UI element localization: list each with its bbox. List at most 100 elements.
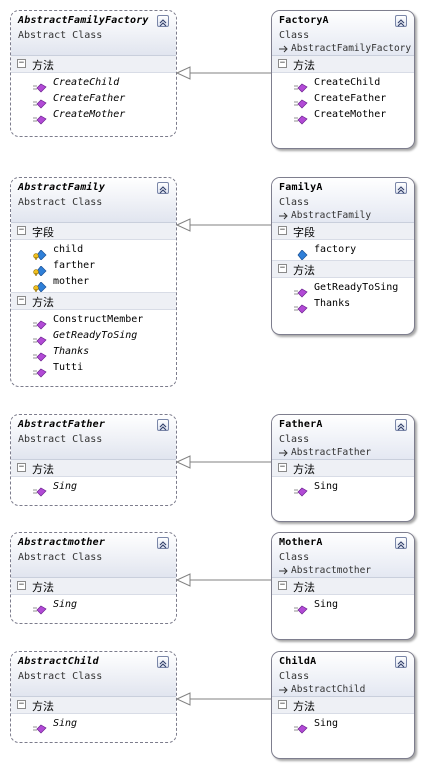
collapse-button[interactable] <box>395 656 407 668</box>
inherit-arrow-icon <box>279 684 289 695</box>
base-class: Abstractmother <box>279 565 371 576</box>
collapse-button[interactable] <box>157 15 169 27</box>
chevron-up-icon <box>397 12 405 31</box>
member-item[interactable]: Tutti <box>11 360 176 378</box>
section-toggle-button[interactable]: − <box>278 462 287 472</box>
section-header[interactable]: −方法 <box>11 460 176 477</box>
section-toggle-button[interactable]: − <box>278 699 287 709</box>
member-label: CreateMother <box>314 109 387 120</box>
class-name: FamilyA <box>279 182 323 193</box>
section-header[interactable]: −方法 <box>11 292 176 310</box>
collapse-button[interactable] <box>395 182 407 194</box>
section-toggle-button[interactable]: − <box>278 263 287 273</box>
member-item[interactable]: Thanks <box>272 296 414 314</box>
member-label: GetReadyToSing <box>314 282 399 293</box>
member-list: Sing <box>11 595 176 615</box>
member-item[interactable]: CreateMother <box>272 107 414 125</box>
section-header[interactable]: −方法 <box>11 578 176 595</box>
member-list: Sing <box>272 595 414 615</box>
section-title: 字段 <box>293 226 315 239</box>
collapse-button[interactable] <box>395 15 407 27</box>
collapse-button[interactable] <box>157 537 169 549</box>
member-item[interactable]: CreateMother <box>11 107 176 125</box>
member-item[interactable]: Sing <box>272 716 414 734</box>
member-item[interactable]: GetReadyToSing <box>11 328 176 346</box>
inheritance-arrowhead-icon <box>175 218 191 232</box>
collapse-button[interactable] <box>157 656 169 668</box>
inheritance-arrowhead-icon <box>175 66 191 80</box>
member-label: mother <box>53 276 90 287</box>
base-class: AbstractFather <box>279 447 371 458</box>
method-icon <box>294 94 308 109</box>
method-icon <box>33 363 47 378</box>
member-label: child <box>53 244 84 255</box>
class-name: AbstractChild <box>18 656 99 667</box>
collapse-button[interactable] <box>395 537 407 549</box>
section-toggle-button[interactable]: − <box>278 580 287 590</box>
section-title: 方法 <box>32 581 54 594</box>
chevron-up-icon <box>397 416 405 435</box>
member-item[interactable]: Thanks <box>11 344 176 362</box>
section-toggle-button[interactable]: − <box>17 699 26 709</box>
section-header[interactable]: −方法 <box>272 697 414 714</box>
section-header[interactable]: −方法 <box>272 460 414 477</box>
section-toggle-button[interactable]: − <box>278 58 287 68</box>
class-name: AbstractFather <box>18 419 106 430</box>
chevron-up-icon <box>159 416 167 435</box>
collapse-button[interactable] <box>395 419 407 431</box>
section-header[interactable]: −方法 <box>11 56 176 73</box>
section-toggle-button[interactable]: − <box>17 580 26 590</box>
chevron-up-icon <box>397 653 405 672</box>
collapse-button[interactable] <box>157 419 169 431</box>
section-toggle-button[interactable]: − <box>17 225 26 235</box>
member-item[interactable]: GetReadyToSing <box>272 280 414 298</box>
base-class: AbstractFamilyFactory <box>279 43 411 54</box>
member-item[interactable]: CreateFather <box>272 91 414 109</box>
member-item[interactable]: Sing <box>272 479 414 497</box>
method-icon <box>33 78 47 93</box>
section-title: 方法 <box>32 296 54 309</box>
member-item[interactable]: Sing <box>11 479 176 497</box>
section-toggle-button[interactable]: − <box>17 295 26 305</box>
section-header[interactable]: −方法 <box>272 578 414 595</box>
section-toggle-button[interactable]: − <box>17 462 26 472</box>
member-label: Sing <box>314 481 339 492</box>
section-header[interactable]: −方法 <box>272 56 414 73</box>
member-item[interactable]: CreateChild <box>272 75 414 93</box>
member-item[interactable]: Sing <box>11 597 176 615</box>
member-item[interactable]: CreateFather <box>11 91 176 109</box>
section-title: 方法 <box>293 700 315 713</box>
section-toggle-button[interactable]: − <box>278 225 287 235</box>
member-item[interactable]: CreateChild <box>11 75 176 93</box>
method-icon <box>294 482 308 497</box>
class-stereotype: Abstract Class <box>18 434 103 445</box>
class-stereotype: Class <box>279 671 310 682</box>
member-item[interactable]: Sing <box>11 716 176 734</box>
member-item[interactable]: ConstructMember <box>11 312 176 330</box>
collapse-button[interactable] <box>157 182 169 194</box>
section-header[interactable]: −字段 <box>11 223 176 240</box>
section-toggle-button[interactable]: − <box>17 58 26 68</box>
section-header[interactable]: −方法 <box>11 697 176 714</box>
section-header[interactable]: −字段 <box>272 223 414 240</box>
section-header[interactable]: −方法 <box>272 260 414 278</box>
method-icon <box>294 283 308 298</box>
method-icon <box>294 110 308 125</box>
member-item[interactable]: Sing <box>272 597 414 615</box>
